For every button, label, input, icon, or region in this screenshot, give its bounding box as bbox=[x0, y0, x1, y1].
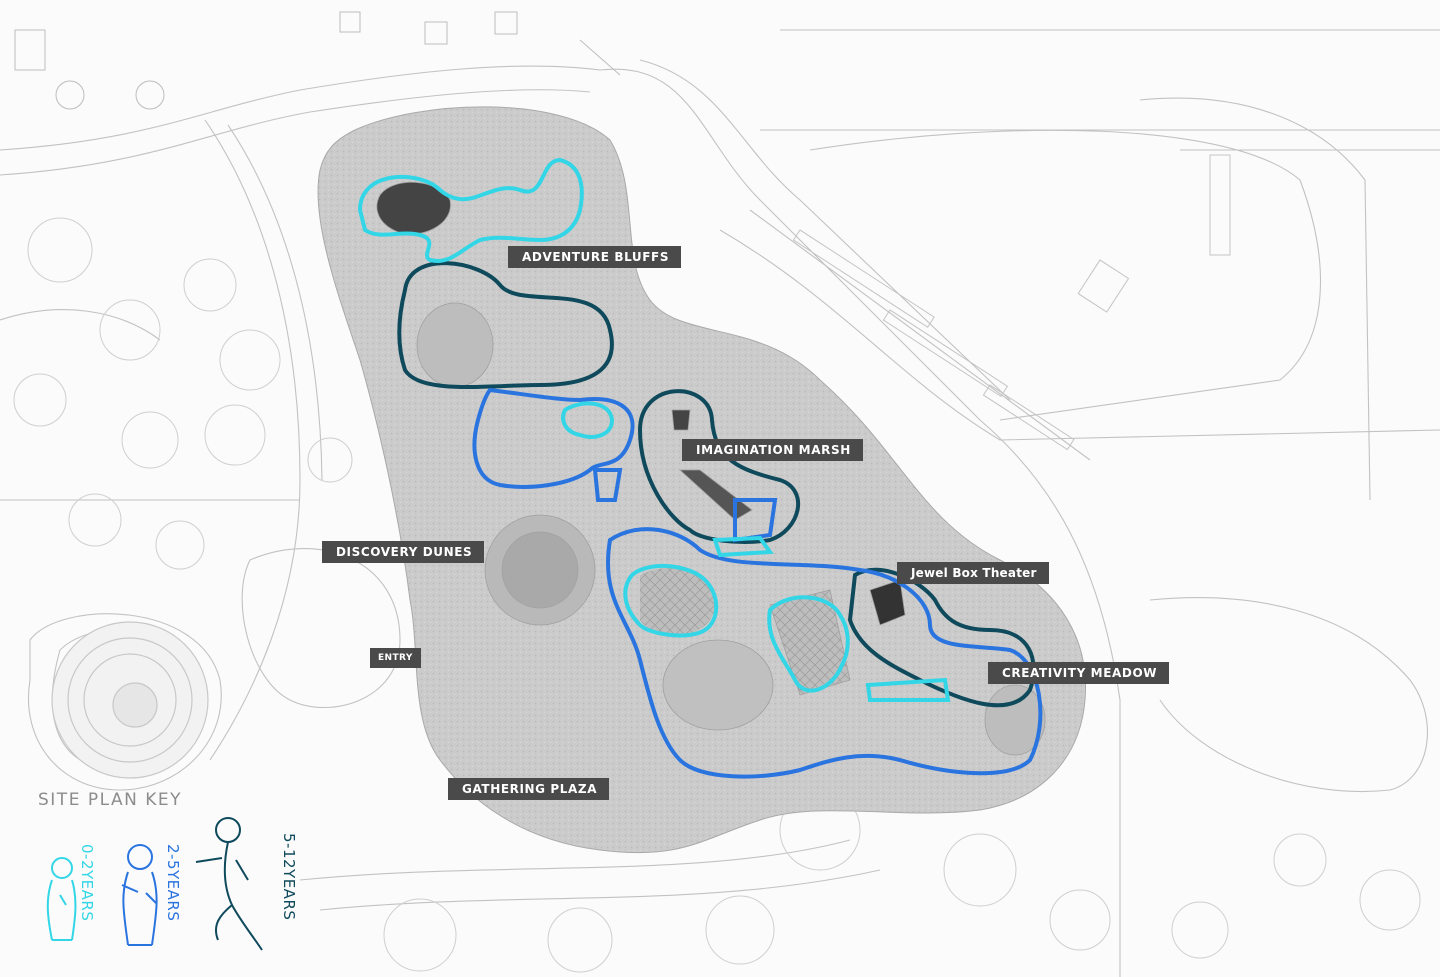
key-age-2-5: 2-5YEARS bbox=[164, 844, 182, 921]
context-linework bbox=[0, 29, 1440, 977]
park-inner-details bbox=[376, 181, 1046, 756]
label-gathering-plaza: GATHERING PLAZA bbox=[448, 778, 610, 800]
key-age-0-2-unit: YEARS bbox=[78, 870, 96, 922]
top-structures bbox=[14, 11, 621, 110]
amphitheater bbox=[51, 621, 209, 779]
zone-outline-0-2 bbox=[357, 157, 951, 702]
label-creativity-meadow: CREATIVITY MEADOW bbox=[988, 662, 1170, 684]
label-adventure-bluffs: ADVENTURE BLUFFS bbox=[508, 246, 682, 268]
key-age-2-5-unit: YEARS bbox=[164, 870, 182, 922]
label-entry: ENTRY bbox=[370, 648, 421, 668]
key-age-5-12-range: 5-12 bbox=[280, 833, 298, 870]
context-trees bbox=[13, 217, 1421, 973]
zone-outline-2-5 bbox=[472, 387, 1043, 779]
label-discovery-dunes: DISCOVERY DUNES bbox=[322, 541, 485, 563]
site-plan-key-title: SITE PLAN KEY bbox=[38, 790, 182, 810]
label-jewel-box-theater: Jewel Box Theater bbox=[897, 562, 1049, 584]
parking-lot bbox=[792, 154, 1231, 451]
key-figures bbox=[46, 817, 263, 951]
running-child-figure-icon bbox=[195, 817, 263, 951]
child-figure-icon bbox=[121, 844, 158, 946]
key-age-5-12: 5-12YEARS bbox=[280, 833, 298, 920]
key-age-0-2: 0-2YEARS bbox=[78, 844, 96, 921]
key-age-2-5-range: 2-5 bbox=[164, 844, 182, 870]
key-age-0-2-range: 0-2 bbox=[78, 844, 96, 870]
toddler-figure-icon bbox=[46, 857, 77, 941]
key-age-5-12-unit: YEARS bbox=[280, 869, 298, 921]
label-imagination-marsh: IMAGINATION MARSH bbox=[682, 439, 863, 461]
